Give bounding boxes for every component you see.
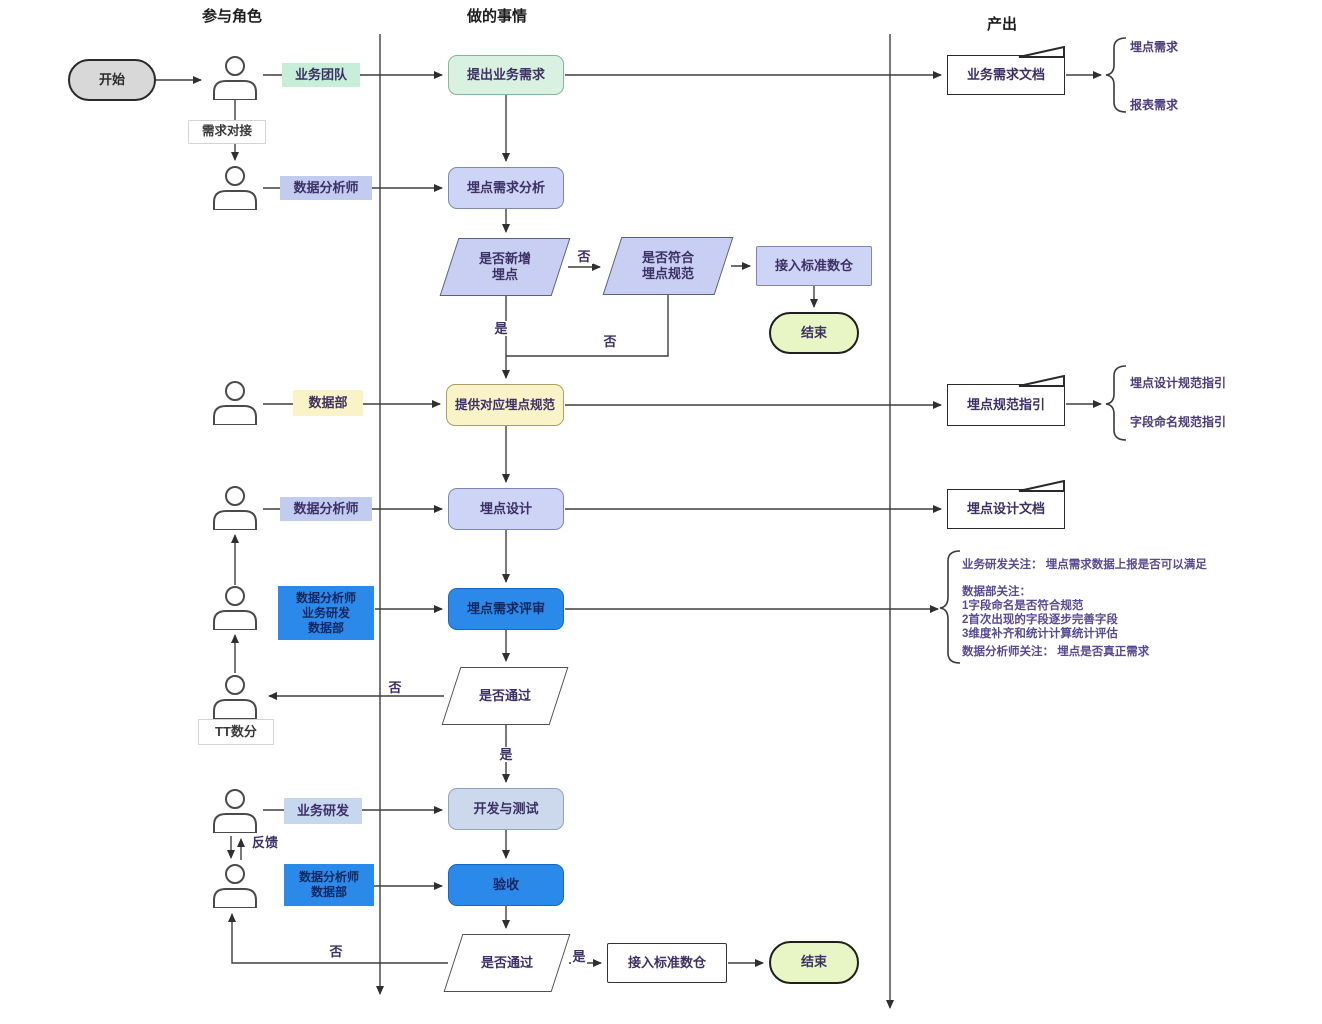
output-brace-2 bbox=[1105, 365, 1127, 441]
edge-label-yes-1: 是 bbox=[492, 321, 510, 336]
process-propose-requirements: 提出业务需求 bbox=[448, 55, 564, 95]
decision-acceptance-passed: 是否通过 bbox=[443, 934, 571, 992]
document-business-requirements: 业务需求文档 bbox=[947, 46, 1065, 95]
process-provide-tracking-spec: 提供对应埋点规范 bbox=[446, 384, 564, 426]
decision-review-passed-label: 是否通过 bbox=[478, 687, 531, 703]
process-connect-standard-dw-top: 接入标准数仓 bbox=[756, 246, 872, 286]
role-biz-dev: 业务研发 bbox=[284, 798, 362, 824]
start-node: 开始 bbox=[68, 59, 156, 101]
edge-label-no-review: 否 bbox=[386, 680, 404, 695]
role-business-team: 业务团队 bbox=[282, 63, 360, 87]
person-icon-accept-group bbox=[213, 864, 257, 908]
person-icon-review-group bbox=[213, 586, 257, 630]
document-tracking-spec-guide-label: 埋点规范指引 bbox=[966, 396, 1045, 412]
document-tracking-design-label: 埋点设计文档 bbox=[966, 500, 1045, 516]
edge-label-yes-review: 是 bbox=[497, 747, 515, 762]
output-item-field-naming-guide: 字段命名规范指引 bbox=[1130, 415, 1227, 429]
document-tracking-design: 埋点设计文档 bbox=[947, 480, 1065, 529]
document-fold-icon bbox=[1018, 46, 1065, 58]
process-tracking-design: 埋点设计 bbox=[448, 488, 564, 530]
annotation-line6: 数据分析师关注： 埋点是否真正需求 bbox=[962, 646, 1150, 658]
role-review-group-line3: 数据部 bbox=[307, 620, 344, 635]
person-icon-tt-data bbox=[213, 675, 257, 719]
decision-conforms-to-spec: 是否符合埋点规范 bbox=[602, 237, 734, 295]
annotation-line3: 1字段命名是否符合规范 bbox=[962, 600, 1084, 612]
role-accept-group: 数据分析师 数据部 bbox=[284, 864, 374, 906]
process-develop-and-test: 开发与测试 bbox=[448, 788, 564, 830]
process-tracking-requirement-analysis: 埋点需求分析 bbox=[448, 167, 564, 209]
end-node-bottom: 结束 bbox=[769, 941, 859, 984]
annotation-brace bbox=[939, 550, 961, 664]
role-accept-group-line2: 数据部 bbox=[310, 885, 347, 899]
role-tt-data: TT数分 bbox=[198, 719, 274, 745]
document-fold-icon bbox=[1018, 375, 1065, 387]
person-icon-analyst-1 bbox=[213, 166, 257, 210]
edge-label-no-1: 否 bbox=[575, 249, 593, 264]
edge-label-requirement-alignment: 需求对接 bbox=[188, 120, 266, 144]
person-icon-biz-dev bbox=[213, 789, 257, 833]
annotation-line4: 2首次出现的字段逐步完善字段 bbox=[962, 614, 1118, 626]
decision-is-new-line2: 埋点 bbox=[491, 267, 518, 282]
output-item-design-spec-guide: 埋点设计规范指引 bbox=[1130, 376, 1227, 390]
output-item-report-req: 报表需求 bbox=[1130, 98, 1179, 112]
document-tracking-spec-guide: 埋点规范指引 bbox=[947, 375, 1065, 426]
output-item-tracking-req: 埋点需求 bbox=[1130, 40, 1179, 54]
decision-conforms-line2: 埋点规范 bbox=[641, 266, 694, 281]
role-data-analyst-2: 数据分析师 bbox=[280, 497, 372, 521]
role-data-dept: 数据部 bbox=[293, 390, 363, 416]
document-business-requirements-label: 业务需求文档 bbox=[966, 66, 1045, 82]
edge-label-no-accept: 否 bbox=[327, 944, 345, 959]
lane-header-roles: 参与角色 bbox=[201, 8, 262, 25]
decision-review-passed: 是否通过 bbox=[441, 667, 569, 725]
role-review-group-line1: 数据分析师 bbox=[295, 590, 356, 605]
role-review-group-line2: 业务研发 bbox=[301, 605, 350, 620]
process-connect-standard-dw-bottom: 接入标准数仓 bbox=[607, 943, 727, 983]
decision-is-new-tracking: 是否新增埋点 bbox=[439, 238, 571, 296]
role-data-analyst-1: 数据分析师 bbox=[280, 176, 372, 200]
edge-label-no-2: 否 bbox=[601, 334, 619, 349]
document-fold-icon bbox=[1018, 480, 1065, 492]
edge-label-feedback: 反馈 bbox=[248, 835, 282, 850]
role-accept-group-line1: 数据分析师 bbox=[298, 870, 359, 884]
process-tracking-requirement-review: 埋点需求评审 bbox=[448, 588, 564, 630]
lane-header-tasks: 做的事情 bbox=[466, 8, 527, 25]
process-acceptance: 验收 bbox=[448, 864, 564, 906]
role-review-group: 数据分析师 业务研发 数据部 bbox=[278, 586, 374, 640]
annotation-line5: 3维度补齐和统计计算统计评估 bbox=[962, 628, 1118, 640]
annotation-line2: 数据部关注： bbox=[962, 586, 1031, 598]
person-icon-data-dept bbox=[213, 381, 257, 425]
edge-label-yes-accept: 是 bbox=[571, 949, 587, 964]
person-icon-business-team bbox=[213, 56, 257, 100]
annotation-line1: 业务研发关注： 埋点需求数据上报是否可以满足 bbox=[962, 559, 1207, 571]
decision-conforms-line1: 是否符合 bbox=[641, 249, 694, 265]
lane-header-outputs: 产出 bbox=[986, 16, 1017, 33]
person-icon-analyst-2 bbox=[213, 486, 257, 530]
output-brace-1 bbox=[1105, 37, 1127, 113]
end-node-top: 结束 bbox=[769, 312, 859, 354]
decision-acceptance-passed-label: 是否通过 bbox=[480, 954, 533, 970]
decision-is-new-line1: 是否新增 bbox=[478, 250, 531, 266]
